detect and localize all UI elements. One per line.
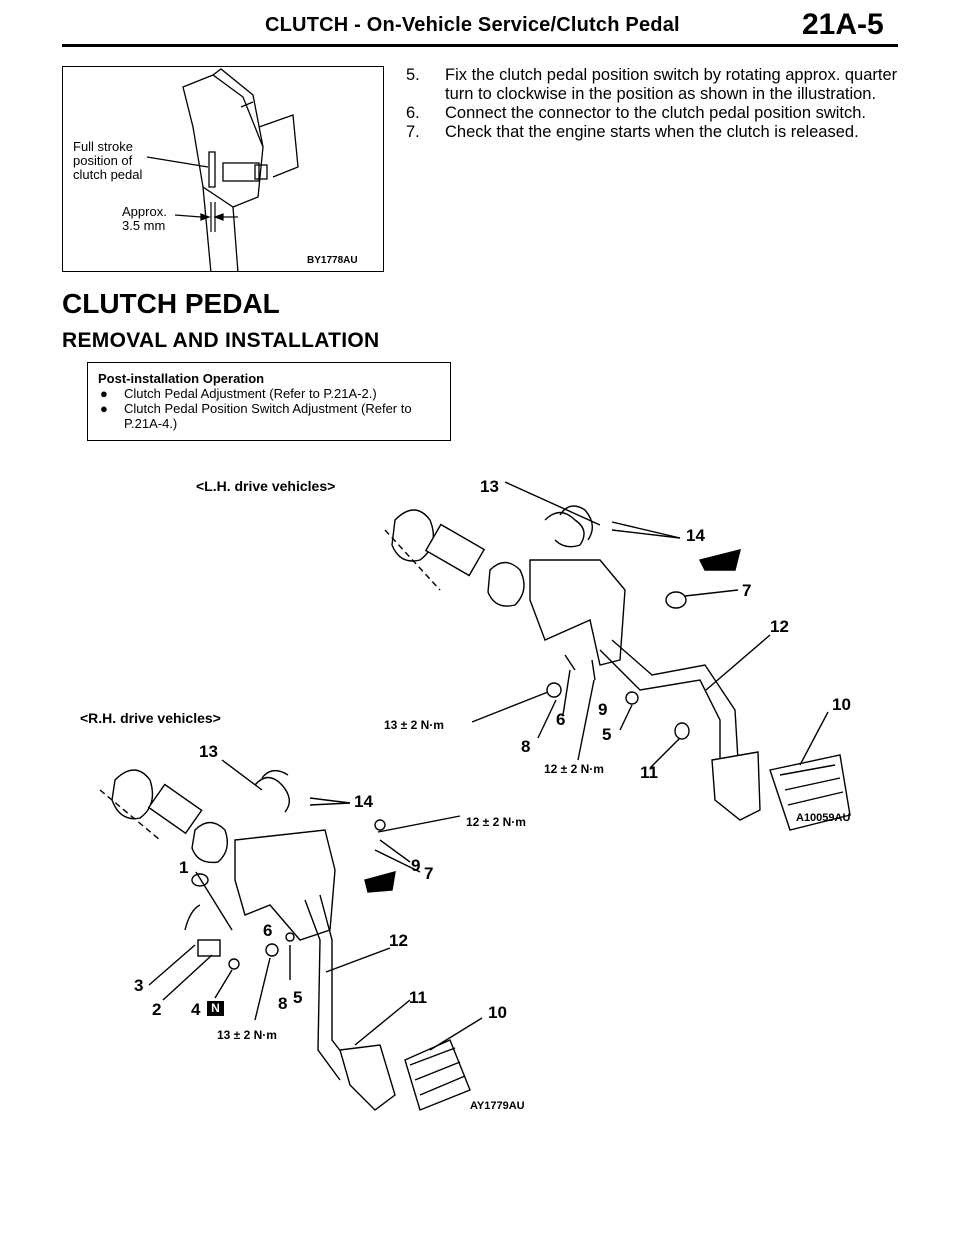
new-part-mark: N xyxy=(207,1001,224,1016)
list-item: ● Clutch Pedal Position Switch Adjustment… xyxy=(98,401,440,431)
post-installation-box: Post-installation Operation ● Clutch Peda… xyxy=(87,362,451,441)
lh-figure-code: A10059AU xyxy=(796,812,851,824)
list-item-text: Clutch Pedal Adjustment (Refer to P.21A-… xyxy=(124,386,377,401)
step-text: Connect the connector to the clutch peda… xyxy=(445,104,866,122)
callout-number: 2 xyxy=(152,1000,162,1019)
top-figure: Full stroke position of clutch pedal App… xyxy=(62,66,384,272)
callout-number: 6 xyxy=(263,921,273,940)
approx-label: Approx. 3.5 mm xyxy=(122,205,167,233)
callout-number: 14 xyxy=(686,526,705,545)
callout-number: 14 xyxy=(354,792,373,811)
header-title: CLUTCH - On-Vehicle Service/Clutch Pedal xyxy=(265,14,680,36)
callout-number: 9 xyxy=(598,700,608,719)
callout-number: 7 xyxy=(742,581,752,600)
callout-number: 8 xyxy=(278,994,288,1013)
callout-number: 5 xyxy=(293,988,303,1007)
list-item-text: Clutch Pedal Position Switch Adjustment … xyxy=(124,401,412,431)
step-number: 5. xyxy=(406,66,420,84)
torque-label: 13 ± 2 N·m xyxy=(217,1028,277,1042)
rh-figure-code: AY1779AU xyxy=(470,1100,525,1112)
figure-code: BY1778AU xyxy=(307,255,358,266)
callout-number: 11 xyxy=(409,988,427,1007)
full-stroke-label: Full stroke position of clutch pedal xyxy=(73,140,142,182)
callout-number: 6 xyxy=(556,710,566,729)
post-installation-title: Post-installation Operation xyxy=(98,371,265,386)
torque-label: 12 ± 2 N·m xyxy=(466,815,526,829)
torque-label: 13 ± 2 N·m xyxy=(384,718,444,732)
step-item: 5. Fix the clutch pedal position switch b… xyxy=(398,66,898,104)
callout-number: 13 xyxy=(199,742,218,761)
post-installation-list: ● Clutch Pedal Adjustment (Refer to P.21A… xyxy=(98,386,440,431)
callout-number: 1 xyxy=(179,858,189,877)
full-stroke-line-3: clutch pedal xyxy=(73,167,143,182)
full-stroke-line-1: Full stroke xyxy=(73,139,133,154)
step-list: 5. Fix the clutch pedal position switch b… xyxy=(398,66,898,142)
callout-number: 11 xyxy=(640,763,658,782)
callout-number: 4 xyxy=(191,1000,201,1019)
pedal-switch-illustration xyxy=(146,68,299,271)
subsection-title: REMOVAL AND INSTALLATION xyxy=(62,329,380,352)
callout-number: 12 xyxy=(770,617,789,636)
callout-number: 5 xyxy=(602,725,612,744)
step-item: 7. Check that the engine starts when the … xyxy=(398,123,898,142)
rh-caption: <R.H. drive vehicles> xyxy=(80,710,221,726)
callout-number: 10 xyxy=(832,695,851,714)
step-text: Check that the engine starts when the cl… xyxy=(445,123,859,141)
bullet: ● xyxy=(100,386,108,401)
approx-line-1: Approx. xyxy=(122,204,167,219)
callout-number: 13 xyxy=(480,477,499,496)
page-number: 21A-5 xyxy=(802,8,884,41)
callout-number: 3 xyxy=(134,976,144,995)
callout-number: 9 xyxy=(411,856,421,875)
step-item: 6. Connect the connector to the clutch pe… xyxy=(398,104,898,123)
callout-number: 12 xyxy=(389,931,408,950)
callout-number: 10 xyxy=(488,1003,507,1022)
step-text: Fix the clutch pedal position switch by … xyxy=(445,66,898,103)
section-title: CLUTCH PEDAL xyxy=(62,288,280,319)
bullet: ● xyxy=(100,401,108,416)
lh-caption: <L.H. drive vehicles> xyxy=(196,478,336,494)
approx-line-2: 3.5 mm xyxy=(122,218,166,233)
torque-label: 12 ± 2 N·m xyxy=(544,762,604,776)
header-rule xyxy=(62,44,898,47)
list-item: ● Clutch Pedal Adjustment (Refer to P.21A… xyxy=(98,386,440,401)
callout-number: 7 xyxy=(424,864,434,883)
step-number: 6. xyxy=(406,104,420,122)
callout-number: 8 xyxy=(521,737,531,756)
full-stroke-line-2: position of xyxy=(73,153,133,168)
step-number: 7. xyxy=(406,123,420,141)
